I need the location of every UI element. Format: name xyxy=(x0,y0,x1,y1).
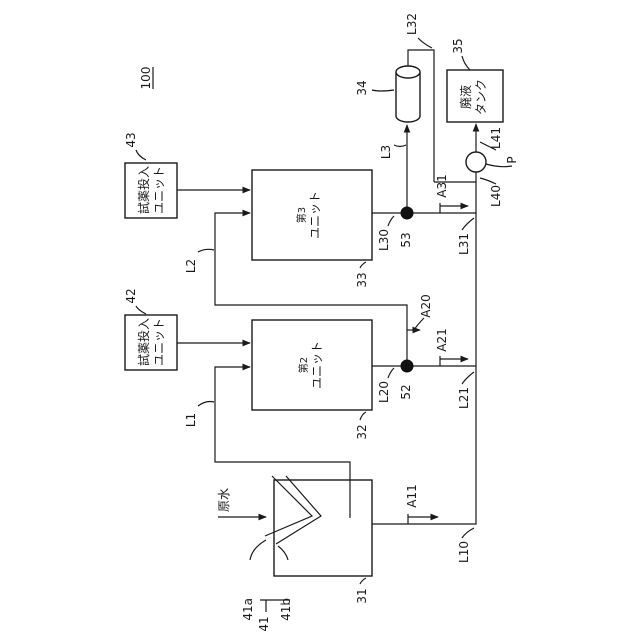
label-L32: L32 xyxy=(405,13,419,35)
label-L21: L21 xyxy=(457,387,471,409)
reagent-unit-42-line1: 試薬投入 xyxy=(136,318,151,366)
leader-A20 xyxy=(414,318,424,330)
unit-31-tank xyxy=(274,480,372,576)
ref-33: 33 xyxy=(355,272,369,287)
label-41: 41 xyxy=(257,616,271,631)
label-L40: L40 xyxy=(489,185,503,207)
pump-P xyxy=(466,152,486,172)
ref-42: 42 xyxy=(124,288,138,303)
tank-34 xyxy=(396,72,420,122)
label-41a: 41a xyxy=(241,598,255,621)
label-valve-53: 53 xyxy=(399,232,413,247)
unit-32-line1: 第2 xyxy=(297,357,310,373)
waste-tank-line2: タンク xyxy=(474,79,488,115)
valve-52 xyxy=(401,360,414,373)
leader-33 xyxy=(360,262,366,268)
ref-43: 43 xyxy=(124,132,138,147)
unit-33-line1: 第3 xyxy=(295,207,308,223)
ref-31: 31 xyxy=(355,588,369,603)
leader-L10 xyxy=(462,528,474,538)
label-L2: L2 xyxy=(184,259,198,273)
unit-33-line2: ユニット xyxy=(308,191,322,239)
leader-34 xyxy=(372,90,394,91)
label-A11: A11 xyxy=(405,484,419,507)
reagent-unit-43-line1: 試薬投入 xyxy=(136,166,151,214)
leader-42 xyxy=(136,306,146,314)
label-pump-P: P xyxy=(505,156,519,163)
label-A20: A20 xyxy=(419,294,433,317)
leader-31 xyxy=(360,578,366,584)
label-L41: L41 xyxy=(489,127,503,149)
leader-43 xyxy=(136,150,146,160)
valve-53 xyxy=(401,207,414,220)
label-L31: L31 xyxy=(457,233,471,255)
leader-L3 xyxy=(394,145,406,147)
label-valve-52: 52 xyxy=(399,384,413,399)
reagent-unit-43 xyxy=(125,163,177,218)
ref-34: 34 xyxy=(355,80,369,95)
leader-L31 xyxy=(462,218,474,230)
leader-L21 xyxy=(462,372,474,384)
leader-L1 xyxy=(198,402,214,407)
leader-41a xyxy=(250,540,266,560)
label-L20: L20 xyxy=(377,381,391,403)
leader-32 xyxy=(360,412,366,420)
label-L30: L30 xyxy=(377,229,391,251)
leader-L40 xyxy=(480,178,496,184)
tank-34-top xyxy=(396,66,420,78)
leader-L20 xyxy=(388,368,394,378)
leader-L32 xyxy=(418,38,432,48)
ref-35: 35 xyxy=(451,38,465,53)
unit-32-line2: ユニット xyxy=(310,341,324,389)
figure-number: 100 xyxy=(139,67,153,90)
reagent-unit-42-line2: ユニット xyxy=(152,318,166,366)
label-L10: L10 xyxy=(457,541,471,563)
waste-tank-line1: 廃液 xyxy=(458,85,473,109)
leader-L30 xyxy=(388,216,394,226)
label-41b: 41b xyxy=(279,598,293,621)
leader-L2 xyxy=(198,249,214,252)
ref-32: 32 xyxy=(355,424,369,439)
label-A21: A21 xyxy=(435,328,449,351)
leader-35 xyxy=(462,56,470,70)
reagent-unit-42 xyxy=(125,315,177,370)
label-L1: L1 xyxy=(184,413,198,427)
label-L3: L3 xyxy=(379,145,393,159)
reagent-unit-43-line2: ユニット xyxy=(152,166,166,214)
label-A31: A31 xyxy=(435,174,449,197)
svg-text:100: 100 xyxy=(139,67,153,90)
raw-water-label: 原水 xyxy=(217,488,231,512)
